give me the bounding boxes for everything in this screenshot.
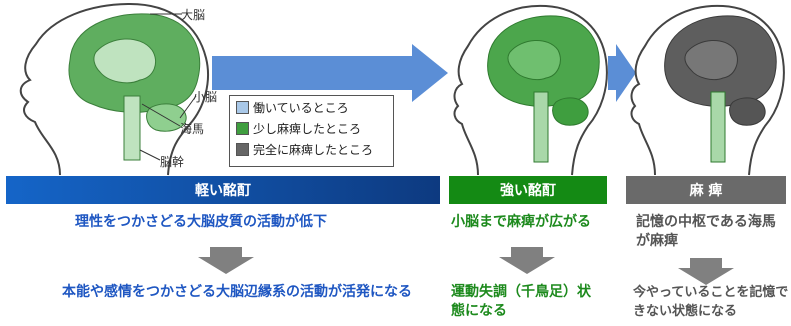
label-cerebrum: 大脳	[181, 8, 206, 22]
stage-band-strong: 強い酩酊	[449, 176, 607, 204]
brainstem	[123, 95, 141, 161]
label-cerebellum: 小脳	[193, 90, 218, 104]
stage-result-mild: 本能や感情をつかさどる大脳辺縁系の活動が活発になる	[62, 284, 412, 300]
legend-swatch-partial	[236, 122, 249, 135]
stage-result-strong: 運動失調（千鳥足）状態になる	[451, 284, 591, 319]
stage-desc-paralysis: 記憶の中枢である海馬が麻痺	[636, 214, 776, 249]
limbic	[93, 38, 156, 84]
head-diagram-paralysis	[630, 4, 785, 176]
stage-desc-strong: 小脳まで麻痺が広がる	[451, 214, 591, 230]
legend-swatch-full	[236, 143, 249, 156]
arrow-down-strong	[499, 247, 555, 274]
stage-title: 軽い酩酊	[195, 183, 251, 199]
arrow-down-mild	[198, 247, 254, 274]
legend-item: 少し麻痺したところ	[236, 119, 393, 138]
stage-result-paralysis: 今やっていることを記憶できない状態になる	[633, 285, 789, 319]
legend-label: 働いているところ	[253, 101, 349, 115]
legend-label: 少し麻痺したところ	[253, 122, 362, 136]
legend: 働いているところ 少し麻痺したところ 完全に麻痺したところ	[229, 95, 394, 167]
head-diagram-mild	[19, 2, 210, 176]
head-outline	[19, 2, 210, 176]
stage-band-mild: 軽い酩酊	[6, 176, 440, 204]
arrow-right-small	[608, 44, 636, 102]
legend-label: 完全に麻痺したところ	[253, 143, 374, 157]
stage-desc-mild: 理性をつかさどる大脳皮質の活動が低下	[75, 214, 327, 230]
legend-swatch-working	[236, 101, 249, 114]
stage-title: 強い酩酊	[500, 183, 556, 199]
arrow-right-large	[212, 44, 448, 102]
arrow-down-paralysis	[678, 258, 734, 285]
legend-item: 完全に麻痺したところ	[236, 140, 393, 159]
stage-band-paralysis: 麻 痺	[626, 176, 786, 204]
stage-title: 麻 痺	[689, 183, 723, 199]
label-hippocampus: 海馬	[180, 122, 205, 136]
head-diagram-strong	[453, 4, 608, 176]
legend-item: 働いているところ	[236, 98, 393, 117]
label-brainstem: 脳幹	[160, 155, 185, 169]
